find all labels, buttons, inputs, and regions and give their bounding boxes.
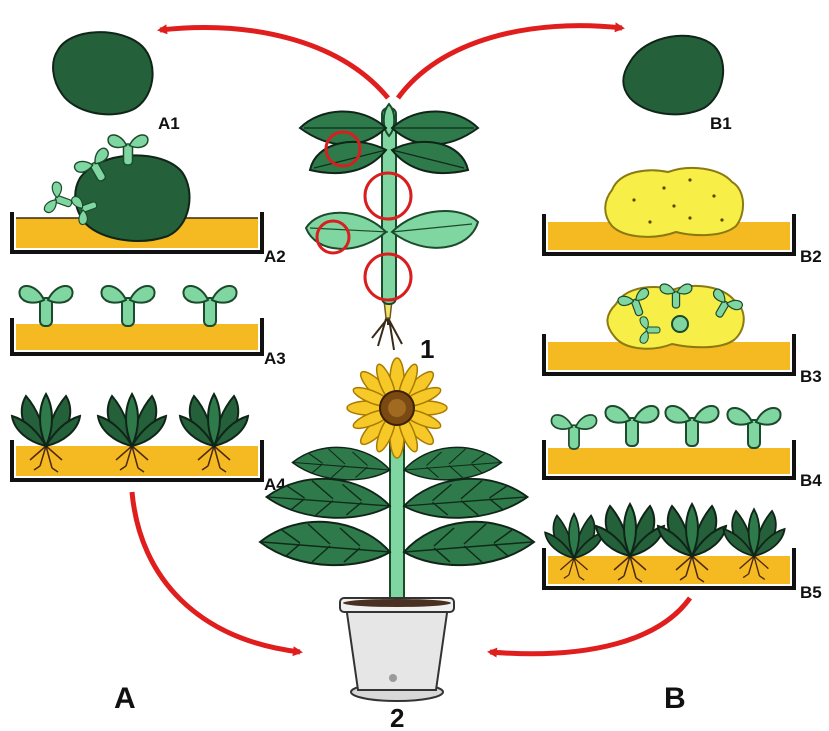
plant-label: 1 [420, 334, 434, 364]
arrow-B5-to-pot [490, 598, 690, 654]
A3-label: A3 [264, 349, 286, 368]
pathway-A-label: A [114, 682, 136, 715]
arrow-A4-to-pot [132, 492, 300, 652]
B1-explant [623, 36, 723, 115]
pathway-B-label: B [664, 682, 686, 715]
A2-label: A2 [264, 247, 286, 266]
A3-shoots [19, 286, 236, 326]
arrow-plant-to-A1 [160, 28, 388, 98]
B4-label: B4 [800, 471, 822, 490]
sunflower-head [347, 358, 447, 458]
B3-label: B3 [800, 367, 822, 386]
pot-label: 2 [390, 703, 404, 731]
A1-explant [53, 32, 153, 114]
B2-label: B2 [800, 247, 822, 266]
flower-pot [340, 598, 454, 701]
B4-shoots [551, 406, 780, 449]
A1-label: A1 [158, 114, 180, 133]
B5-label: B5 [800, 583, 822, 602]
B1-label: B1 [710, 114, 732, 133]
arrow-plant-to-B1 [398, 26, 622, 98]
B2-callus [605, 168, 743, 237]
